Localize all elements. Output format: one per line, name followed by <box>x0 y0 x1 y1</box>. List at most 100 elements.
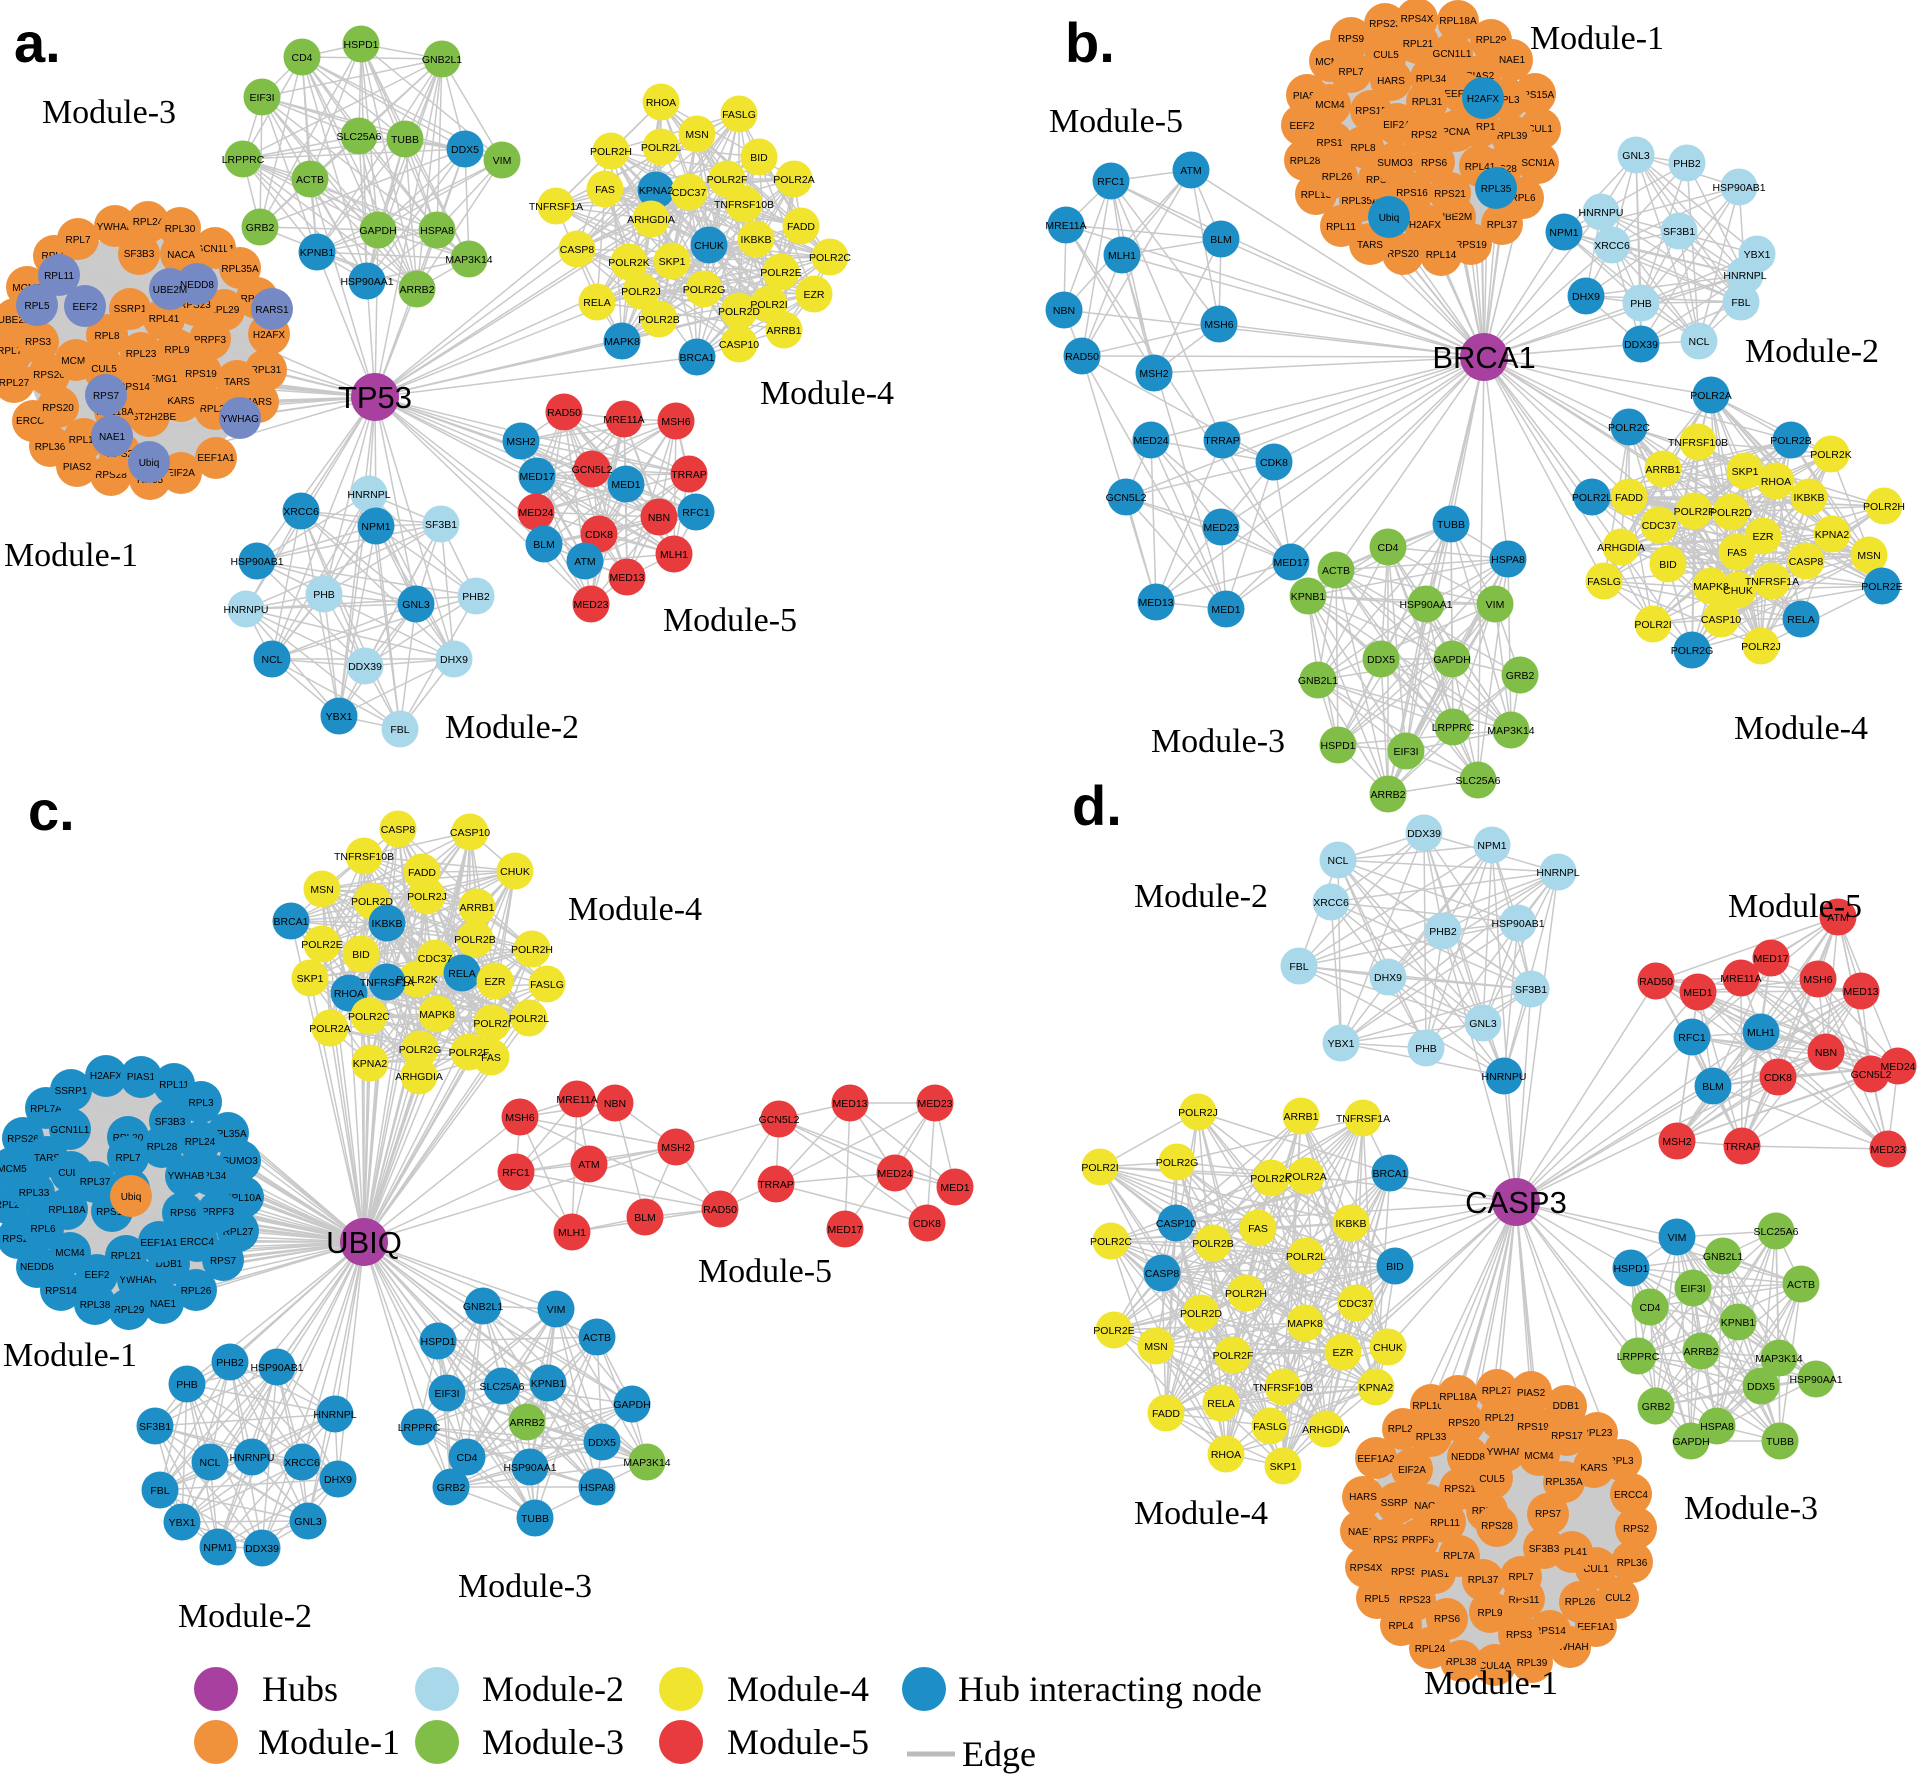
svg-text:MLH1: MLH1 <box>660 549 688 561</box>
svg-text:NBN: NBN <box>604 1098 626 1110</box>
svg-text:RPL11: RPL11 <box>1430 1518 1460 1529</box>
svg-text:KPNA2: KPNA2 <box>639 185 674 197</box>
svg-text:TARS: TARS <box>34 1153 60 1164</box>
svg-text:RPS26: RPS26 <box>1373 1535 1405 1546</box>
svg-text:FADD: FADD <box>408 867 436 879</box>
svg-text:RPL18: RPL18 <box>69 435 100 446</box>
svg-text:HNRNPL: HNRNPL <box>313 1409 356 1421</box>
svg-text:PHB2: PHB2 <box>1673 158 1701 170</box>
svg-text:MCM5: MCM5 <box>1315 57 1345 68</box>
svg-text:ARRB2: ARRB2 <box>1370 789 1405 801</box>
svg-text:EZR: EZR <box>1753 531 1774 543</box>
svg-text:NBN: NBN <box>1815 1047 1837 1059</box>
svg-text:POLR2L: POLR2L <box>509 1013 549 1025</box>
svg-text:MCM4: MCM4 <box>55 1248 85 1259</box>
svg-text:H2AFX: H2AFX <box>90 1071 123 1082</box>
svg-text:POLR2D: POLR2D <box>1180 1308 1222 1320</box>
svg-text:RPL36: RPL36 <box>1617 1558 1648 1569</box>
svg-text:MAP3K14: MAP3K14 <box>445 254 492 266</box>
svg-text:POLR2I: POLR2I <box>750 299 787 311</box>
svg-text:TNFRSF10B: TNFRSF10B <box>334 851 394 863</box>
svg-text:RPL7: RPL7 <box>115 1153 140 1164</box>
svg-text:NCL: NCL <box>261 654 282 666</box>
svg-text:FADD: FADD <box>1615 492 1643 504</box>
svg-text:Module-4: Module-4 <box>727 1669 869 1709</box>
svg-text:GNB2L1: GNB2L1 <box>1703 1251 1743 1263</box>
svg-text:ACTB: ACTB <box>1787 1279 1815 1291</box>
svg-text:DHX9: DHX9 <box>1374 972 1402 984</box>
svg-text:POLR2I: POLR2I <box>1634 619 1671 631</box>
svg-text:MED1: MED1 <box>1683 987 1712 999</box>
svg-text:MED13: MED13 <box>832 1098 867 1110</box>
svg-text:POLR2K: POLR2K <box>1810 449 1851 461</box>
svg-text:RPL21: RPL21 <box>1485 1413 1516 1424</box>
svg-text:MSN: MSN <box>310 884 333 896</box>
svg-text:GCN5L2: GCN5L2 <box>1851 1069 1892 1081</box>
svg-text:RARS1: RARS1 <box>255 305 289 316</box>
svg-text:TRRAP: TRRAP <box>1724 1141 1760 1153</box>
svg-text:Module-2: Module-2 <box>445 709 579 746</box>
svg-text:CUL1: CUL1 <box>58 1168 84 1179</box>
svg-text:POLR2A: POLR2A <box>1690 390 1731 402</box>
svg-text:RPL7: RPL7 <box>1338 67 1363 78</box>
svg-text:SLC25A6: SLC25A6 <box>337 131 382 143</box>
svg-text:PHB: PHB <box>1415 1043 1437 1055</box>
svg-text:VIM: VIM <box>493 155 512 167</box>
svg-text:MCM4: MCM4 <box>1315 100 1345 111</box>
svg-text:HNRNPU: HNRNPU <box>1579 207 1624 219</box>
svg-text:RPS14: RPS14 <box>1534 1626 1566 1637</box>
svg-text:RPS26: RPS26 <box>7 1134 39 1145</box>
svg-text:GNL3: GNL3 <box>1469 1018 1497 1030</box>
svg-text:HSPA8: HSPA8 <box>580 1482 614 1494</box>
svg-text:RPL26: RPL26 <box>1322 172 1353 183</box>
svg-text:EEF2: EEF2 <box>72 302 97 313</box>
svg-text:ATM: ATM <box>574 556 595 568</box>
svg-text:NCL: NCL <box>1327 855 1348 867</box>
svg-text:MED17: MED17 <box>827 1224 862 1236</box>
svg-text:POLR2G: POLR2G <box>1671 645 1714 657</box>
svg-text:MRE11A: MRE11A <box>1720 973 1761 985</box>
svg-text:RPL35A: RPL35A <box>221 264 259 275</box>
svg-text:RPL26: RPL26 <box>1565 1597 1596 1608</box>
svg-text:RPL37: RPL37 <box>80 1177 111 1188</box>
svg-text:ERCC4: ERCC4 <box>180 1237 214 1248</box>
svg-text:KPNA2: KPNA2 <box>1359 1382 1394 1394</box>
svg-text:TP53: TP53 <box>338 380 412 415</box>
svg-text:RPL21: RPL21 <box>1403 39 1434 50</box>
svg-text:RPS4X: RPS4X <box>1401 14 1434 25</box>
svg-text:MAP3K14: MAP3K14 <box>1755 1353 1802 1365</box>
svg-text:NEDD8: NEDD8 <box>180 280 214 291</box>
svg-text:Module-2: Module-2 <box>482 1669 624 1709</box>
svg-text:GNB2L1: GNB2L1 <box>422 54 462 66</box>
svg-text:H2AFX: H2AFX <box>253 330 286 341</box>
svg-text:CD4: CD4 <box>456 1452 477 1464</box>
svg-text:PHB: PHB <box>176 1379 198 1391</box>
svg-text:MED17: MED17 <box>519 471 554 483</box>
svg-text:NACA: NACA <box>167 250 195 261</box>
svg-text:ATM: ATM <box>1827 912 1848 924</box>
svg-text:RPL7A: RPL7A <box>1443 1551 1475 1562</box>
svg-text:RHOA: RHOA <box>646 97 676 109</box>
svg-text:MSH2: MSH2 <box>1662 1136 1691 1148</box>
svg-text:RPS20: RPS20 <box>1387 249 1419 260</box>
svg-text:BID: BID <box>1386 1261 1404 1273</box>
svg-text:RPL34: RPL34 <box>196 1171 227 1182</box>
svg-text:a.: a. <box>14 11 61 74</box>
svg-text:SF3B1: SF3B1 <box>425 519 457 531</box>
svg-text:ACTB: ACTB <box>583 1332 611 1344</box>
svg-text:FBL: FBL <box>1289 961 1308 973</box>
svg-text:Edge: Edge <box>962 1734 1036 1774</box>
svg-text:DHX9: DHX9 <box>324 1474 352 1486</box>
svg-text:TNFRSF10B: TNFRSF10B <box>714 199 774 211</box>
svg-text:MED24: MED24 <box>1880 1061 1915 1073</box>
svg-text:EEF1A2: EEF1A2 <box>1357 1454 1395 1465</box>
svg-text:EZR: EZR <box>1333 1347 1354 1359</box>
svg-text:MLH1: MLH1 <box>558 1227 586 1239</box>
svg-text:Module-2: Module-2 <box>178 1598 312 1635</box>
svg-text:BID: BID <box>352 949 370 961</box>
svg-text:SUMO3: SUMO3 <box>1377 158 1413 169</box>
svg-text:RPL23: RPL23 <box>126 349 157 360</box>
svg-text:CD4: CD4 <box>291 52 312 64</box>
svg-text:RPS15: RPS15 <box>1355 106 1387 117</box>
svg-text:RPL38: RPL38 <box>80 1300 111 1311</box>
